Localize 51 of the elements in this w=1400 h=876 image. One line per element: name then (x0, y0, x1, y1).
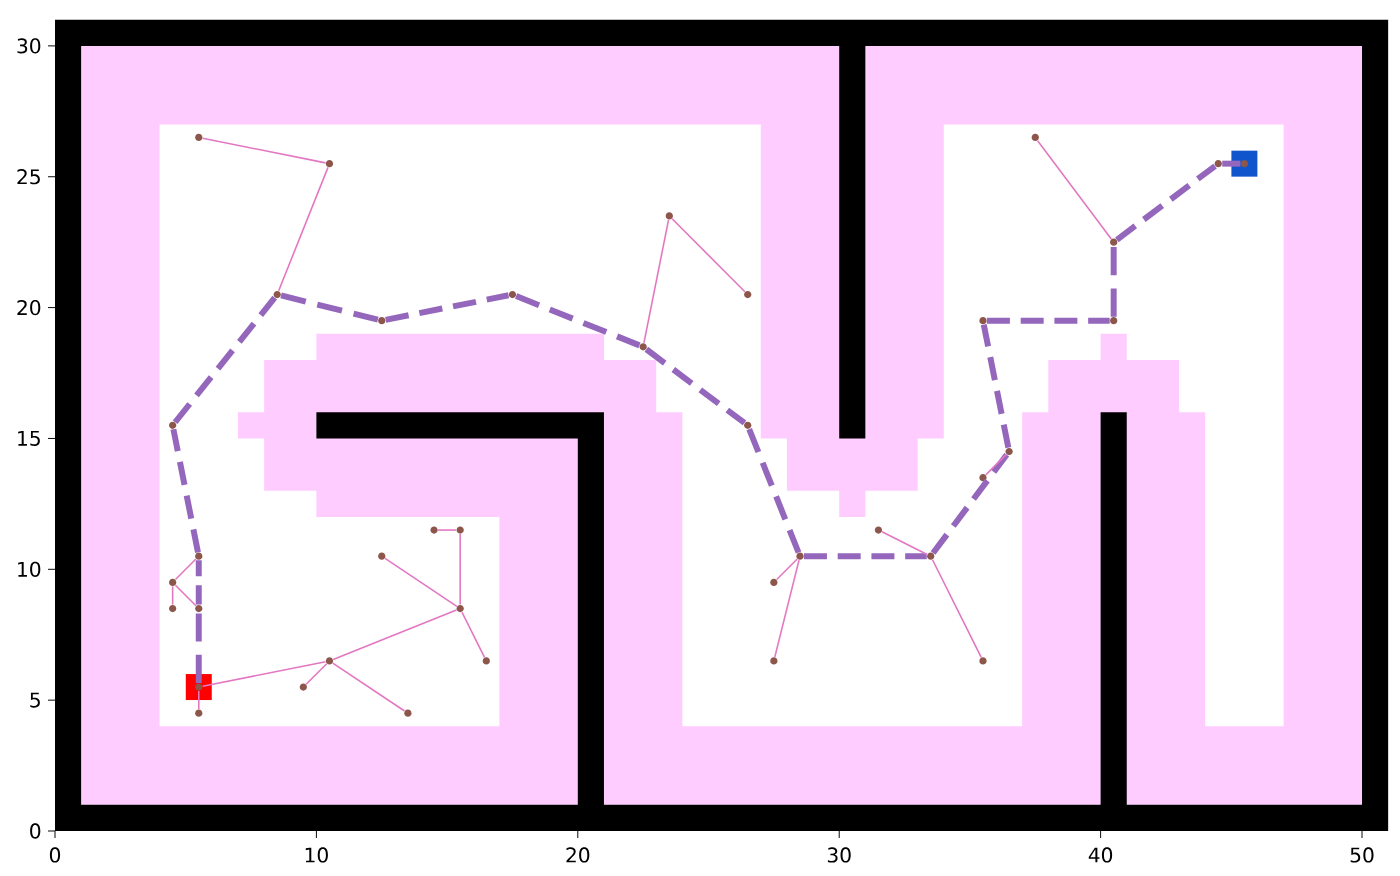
tick-label: 0 (30, 823, 41, 839)
tree-edge (881, 531, 928, 556)
tree-edge (198, 690, 200, 711)
path-segment (1115, 163, 1217, 243)
tick-label: 30 (827, 847, 851, 863)
tick-label: 20 (17, 299, 41, 316)
tree-edge (277, 166, 329, 292)
path-segment (385, 292, 510, 323)
tree-edge (985, 453, 1008, 476)
tree-edge (671, 218, 746, 293)
path-segment (644, 346, 747, 426)
path-segment (280, 292, 379, 323)
tick-label: 50 (1350, 847, 1374, 863)
tree-edge (174, 558, 197, 581)
path-segment (170, 428, 201, 553)
tree-edge (643, 219, 670, 344)
tree-edge (171, 585, 174, 606)
path-segment (930, 452, 1010, 555)
tree-edge (459, 533, 461, 606)
tree-edge (774, 559, 800, 658)
path-segment (986, 317, 1110, 324)
tree-edge (384, 557, 458, 608)
path-segment (515, 293, 641, 349)
tick-label: 30 (17, 38, 41, 54)
path-segment (1110, 246, 1117, 317)
tick-label: 25 (17, 169, 40, 185)
tree-edge (201, 137, 327, 164)
path-segment (1222, 160, 1241, 167)
tree-edge (201, 660, 327, 688)
tick-label: 40 (1088, 847, 1113, 863)
tree-edge (1036, 139, 1113, 240)
tick-label: 15 (18, 430, 40, 446)
tick-label: 10 (305, 847, 328, 863)
tree-edge (931, 558, 982, 659)
tick-label: 10 (18, 561, 41, 577)
tick-label: 0 (49, 847, 61, 863)
path-segment (803, 553, 927, 560)
tick-label: 5 (30, 692, 40, 708)
tree-edge (332, 662, 406, 712)
tree-edge (305, 662, 328, 686)
path-segment (746, 427, 802, 554)
tick-label: 20 (566, 847, 590, 863)
tree-edge (437, 529, 457, 531)
tree-edge (174, 584, 197, 607)
tree-edge (775, 558, 798, 581)
path-segment (172, 295, 278, 425)
path-segment (195, 612, 202, 684)
tree-edge (461, 611, 486, 659)
tree-edge (332, 609, 458, 661)
path-segment (195, 560, 202, 605)
path-segment (980, 324, 1012, 449)
